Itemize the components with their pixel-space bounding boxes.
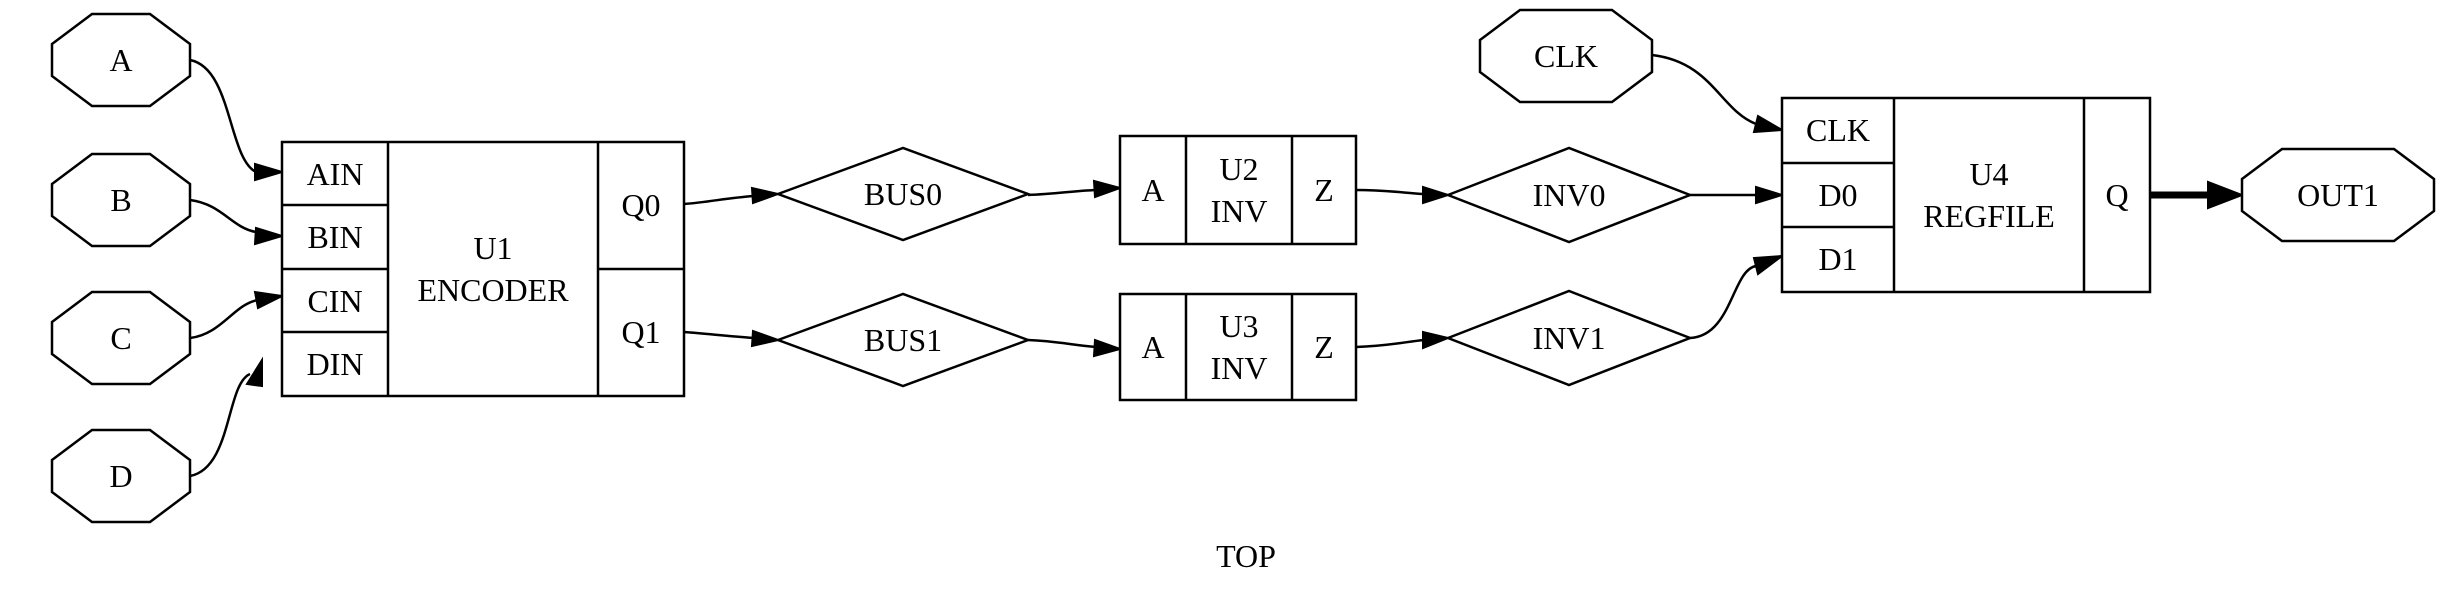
input-port-clk: CLK bbox=[1478, 8, 1654, 104]
edge-inv1-to-d1 bbox=[1689, 264, 1757, 340]
port-u2-a: A bbox=[1141, 172, 1164, 208]
arrowhead-cin bbox=[253, 290, 286, 310]
block-u1-encoder: AIN BIN CIN DIN U1 ENCODER Q0 Q1 bbox=[280, 140, 686, 398]
input-port-d-label: D bbox=[109, 458, 132, 494]
block-u4-regfile: CLK D0 D1 U4 REGFILE Q bbox=[1780, 96, 2152, 294]
edges bbox=[189, 53, 2245, 478]
input-port-c: C bbox=[50, 290, 192, 386]
u2-type: INV bbox=[1211, 193, 1268, 229]
net-inv1: INV1 bbox=[1444, 289, 1694, 387]
arrowhead-inv1 bbox=[1422, 330, 1452, 350]
block-u2-inv: A U2 INV Z bbox=[1118, 134, 1358, 246]
diagram-caption: TOP bbox=[1216, 538, 1276, 574]
edge-bus0-to-u2 bbox=[1027, 188, 1097, 197]
port-u4-q: Q bbox=[2105, 177, 2128, 213]
input-port-clk-label: CLK bbox=[1534, 38, 1598, 74]
net-bus1: BUS1 bbox=[774, 292, 1032, 388]
output-port-out1-label: OUT1 bbox=[2297, 177, 2379, 213]
port-u1-q1: Q1 bbox=[621, 314, 660, 350]
u2-name: U2 bbox=[1219, 151, 1258, 187]
port-u3-a: A bbox=[1141, 329, 1164, 365]
edge-d-to-din bbox=[189, 372, 251, 478]
port-u1-din: DIN bbox=[307, 346, 364, 382]
edge-a-to-ain bbox=[189, 58, 257, 174]
edge-q0-to-bus0 bbox=[683, 194, 755, 206]
arrowhead-d1 bbox=[1752, 254, 1786, 276]
arrowhead-bus0 bbox=[750, 186, 782, 205]
arrowhead-din bbox=[245, 356, 263, 388]
port-u3-z: Z bbox=[1314, 329, 1334, 365]
input-port-c-label: C bbox=[110, 320, 131, 356]
net-inv0-label: INV0 bbox=[1533, 177, 1606, 213]
net-inv1-label: INV1 bbox=[1533, 320, 1606, 356]
arrowhead-d0 bbox=[1755, 185, 1786, 205]
edge-bus1-to-u3 bbox=[1027, 338, 1097, 349]
u3-name: U3 bbox=[1219, 308, 1258, 344]
edge-c-to-cin bbox=[189, 298, 259, 340]
net-bus0: BUS0 bbox=[774, 146, 1032, 242]
port-u1-q0: Q0 bbox=[621, 187, 660, 223]
port-u2-z: Z bbox=[1314, 172, 1334, 208]
arrowhead-out1 bbox=[2207, 180, 2245, 210]
port-u1-bin: BIN bbox=[307, 219, 362, 255]
edge-clk-to-u4 bbox=[1651, 53, 1757, 126]
net-bus0-label: BUS0 bbox=[864, 176, 942, 212]
u4-type: REGFILE bbox=[1923, 198, 2055, 234]
arrowhead-bus1 bbox=[750, 329, 782, 348]
block-u3-inv: A U3 INV Z bbox=[1118, 292, 1358, 402]
output-port-out1: OUT1 bbox=[2240, 147, 2436, 243]
input-port-a: A bbox=[50, 12, 192, 108]
input-port-b-label: B bbox=[110, 182, 131, 218]
arrowhead-inv0 bbox=[1422, 185, 1452, 205]
arrowhead-u2 bbox=[1092, 179, 1124, 199]
u1-type: ENCODER bbox=[417, 272, 569, 308]
input-port-d: D bbox=[50, 428, 192, 524]
port-u1-cin: CIN bbox=[307, 283, 362, 319]
edge-u2-to-inv0 bbox=[1355, 188, 1425, 196]
input-port-a-label: A bbox=[109, 42, 132, 78]
port-u1-ain: AIN bbox=[307, 156, 364, 192]
arrowhead-ain bbox=[254, 162, 286, 182]
port-u4-clk: CLK bbox=[1806, 112, 1870, 148]
edge-q1-to-bus1 bbox=[683, 330, 755, 340]
u3-type: INV bbox=[1211, 350, 1268, 386]
net-bus1-label: BUS1 bbox=[864, 322, 942, 358]
u4-name: U4 bbox=[1969, 156, 2008, 192]
port-u4-d1: D1 bbox=[1818, 241, 1857, 277]
arrowhead-bin bbox=[253, 226, 286, 246]
edge-u3-to-inv1 bbox=[1355, 338, 1425, 349]
arrowhead-u3 bbox=[1092, 338, 1124, 358]
edge-b-to-bin bbox=[189, 198, 257, 234]
net-inv0: INV0 bbox=[1444, 146, 1694, 244]
u1-name: U1 bbox=[473, 230, 512, 266]
port-u4-d0: D0 bbox=[1818, 177, 1857, 213]
input-port-b: B bbox=[50, 152, 192, 248]
arrowhead-u4-clk bbox=[1752, 114, 1786, 134]
